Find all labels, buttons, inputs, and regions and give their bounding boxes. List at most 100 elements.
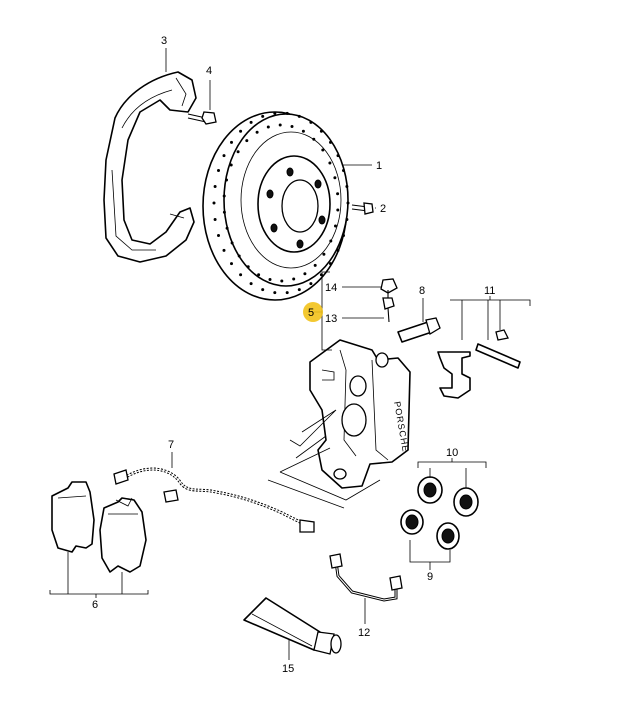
- drill-hole: [236, 150, 240, 154]
- callout-14: 14: [325, 282, 337, 294]
- piston: [417, 476, 443, 504]
- drill-hole: [329, 140, 332, 144]
- drill-hole: [222, 194, 226, 198]
- drill-hole: [268, 278, 272, 281]
- part-12-brake-line: [329, 553, 403, 602]
- drill-hole: [336, 154, 340, 158]
- drill-hole: [222, 154, 226, 158]
- drill-hole: [212, 201, 216, 205]
- drill-hole: [245, 139, 249, 143]
- callout-7: 7: [168, 439, 174, 451]
- drill-hole: [319, 273, 323, 277]
- drill-hole: [273, 111, 277, 115]
- piston: [453, 487, 479, 517]
- drill-hole: [319, 129, 323, 133]
- part-4-bolt: [187, 111, 217, 125]
- drill-hole: [249, 120, 253, 124]
- drill-hole: [246, 265, 250, 269]
- drill-hole: [303, 272, 307, 276]
- seal: [436, 522, 460, 550]
- drill-hole: [336, 248, 340, 252]
- callout-11: 11: [484, 285, 495, 297]
- drill-hole: [230, 262, 233, 266]
- drill-hole: [239, 273, 243, 277]
- drill-hole: [222, 248, 226, 252]
- part-3-brake-shield: [103, 71, 197, 263]
- drill-hole: [273, 291, 277, 295]
- drill-hole: [342, 169, 345, 172]
- drill-hole: [309, 120, 313, 124]
- part-6-brake-pads: [51, 481, 147, 573]
- drill-hole: [280, 279, 284, 283]
- drill-hole: [345, 218, 349, 221]
- part-14-bleeder: [380, 278, 398, 300]
- callout-3: 3: [161, 35, 167, 47]
- drill-hole: [322, 252, 326, 256]
- part-13-bleeder-cap: [382, 297, 395, 323]
- drill-hole: [225, 178, 228, 182]
- drill-hole: [342, 234, 345, 237]
- leader-lines: [49, 48, 531, 660]
- part-5-caliper: PORSCHE: [309, 339, 411, 489]
- drill-hole: [329, 262, 332, 266]
- drill-hole: [222, 210, 226, 214]
- part-7-wear-sensor: [113, 467, 315, 533]
- drill-hole: [261, 288, 265, 292]
- callout-4: 4: [206, 65, 212, 77]
- part-8-caliper-bolt: [397, 317, 441, 343]
- callout-15: 15: [282, 663, 294, 675]
- drill-hole: [237, 254, 241, 258]
- drill-hole: [292, 277, 296, 281]
- callout-2: 2: [380, 203, 386, 215]
- drill-hole: [336, 192, 340, 196]
- part-9-seals: [400, 509, 460, 550]
- part-1-brake-disc: [202, 111, 350, 301]
- callout-12: 12: [358, 627, 370, 639]
- drill-hole: [239, 129, 243, 133]
- drill-hole: [255, 130, 259, 134]
- drill-hole: [249, 282, 253, 286]
- drill-hole: [312, 137, 316, 141]
- drill-hole: [285, 291, 289, 295]
- callout-13: 13: [325, 313, 337, 325]
- part-2-screw: [351, 202, 374, 215]
- callout-labels: 3 4 1 2 14 5 13 8 11 7 10 9 6 12 15: [92, 35, 495, 675]
- drill-hole: [230, 140, 233, 144]
- drill-hole: [213, 218, 217, 221]
- drill-hole: [290, 125, 294, 128]
- drill-hole: [217, 234, 220, 237]
- drill-hole: [301, 129, 305, 133]
- part-11-pad-retaining-set: [437, 329, 521, 399]
- disc-lug-holes: [266, 167, 326, 249]
- seal: [400, 509, 424, 535]
- drill-hole: [329, 239, 333, 243]
- drill-hole: [309, 282, 313, 286]
- drill-hole: [313, 263, 317, 267]
- callout-8: 8: [419, 285, 425, 297]
- drill-hole: [266, 125, 270, 129]
- drill-hole: [217, 169, 220, 172]
- drill-hole: [230, 241, 234, 245]
- callout-6: 6: [92, 599, 98, 611]
- drill-hole: [229, 163, 233, 167]
- drill-hole: [333, 176, 337, 180]
- assembly-guide-lines: [267, 409, 381, 509]
- drill-hole: [334, 224, 337, 228]
- callout-5: 5: [308, 307, 314, 319]
- drill-hole: [336, 208, 340, 212]
- callout-9: 9: [427, 571, 433, 583]
- drill-hole: [261, 114, 265, 118]
- callout-5-highlight: [303, 302, 323, 322]
- drill-hole: [321, 148, 325, 152]
- drill-hole: [257, 273, 261, 277]
- drill-hole: [297, 114, 301, 118]
- part-15-grease-tube: [243, 597, 342, 655]
- drill-hole: [225, 226, 229, 230]
- drill-hole: [297, 288, 301, 292]
- drill-hole: [213, 185, 217, 188]
- drill-hole: [346, 201, 350, 205]
- callout-10: 10: [446, 447, 458, 459]
- drill-hole: [328, 161, 332, 165]
- drill-hole: [285, 111, 289, 115]
